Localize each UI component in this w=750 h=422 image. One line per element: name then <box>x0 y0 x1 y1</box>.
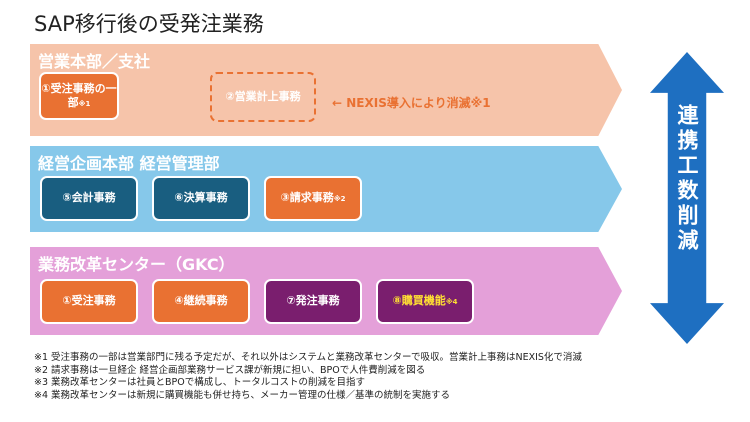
double-arrow: 連携工数削減 <box>650 52 724 344</box>
process-box-sales-booking-removed: ②営業計上事務 <box>210 72 316 122</box>
process-box-continuation: ④継続事務 <box>152 279 250 324</box>
footnote: ※4 業務改革センターは新規に購買機能も併せ持ち、メーカー管理の仕様／基準の統制… <box>34 389 451 401</box>
band-label: 営業本部／支社 <box>38 52 151 71</box>
footnote: ※1 受注事務の一部は営業部門に残る予定だが、それ以外はシステムと業務改革センタ… <box>34 352 582 363</box>
process-box-procurement: ⑧購買機能※4 <box>376 279 474 324</box>
process-box-order: ①受注事務 <box>40 279 138 324</box>
band-label: 業務改革センター（GKC） <box>38 255 235 274</box>
band-gkc: 業務改革センター（GKC） ①受注事務 ④継続事務 ⑦発注事務 ⑧購買機能※4 <box>30 247 622 335</box>
arrow-label: 連携工数削減 <box>675 104 699 254</box>
footnote: ※3 業務改革センターは社員とBPOで構成し、トータルコストの削減を目指す <box>34 377 366 388</box>
process-box-closing: ⑥決算事務 <box>152 176 250 221</box>
band-management: 経営企画本部 経営管理部 ⑤会計事務 ⑥決算事務 ③請求事務※2 <box>30 146 622 232</box>
band-arrow-shape <box>30 44 622 136</box>
band-label: 経営企画本部 経営管理部 <box>38 154 220 173</box>
footnote: ※2 請求事務は一旦経企 経営企画部業務サービス課が新規に担い、BPOで人件費削… <box>34 364 426 376</box>
process-box-accounting: ⑤会計事務 <box>40 176 138 221</box>
page-title: SAP移行後の受発注業務 <box>34 12 264 36</box>
process-box-billing: ③請求事務※2 <box>264 176 362 221</box>
band-sales-hq: 営業本部／支社 ①受注事務の一部※1 ②営業計上事務 ← NEXIS導入により消… <box>30 44 622 136</box>
nexis-annotation: ← NEXIS導入により消滅※1 <box>332 96 491 110</box>
footnotes: ※1 受注事務の一部は営業部門に残る予定だが、それ以外はシステムと業務改革センタ… <box>34 352 582 402</box>
process-box-purchase-order: ⑦発注事務 <box>264 279 362 324</box>
process-box-order-part: ①受注事務の一部※1 <box>39 72 119 120</box>
